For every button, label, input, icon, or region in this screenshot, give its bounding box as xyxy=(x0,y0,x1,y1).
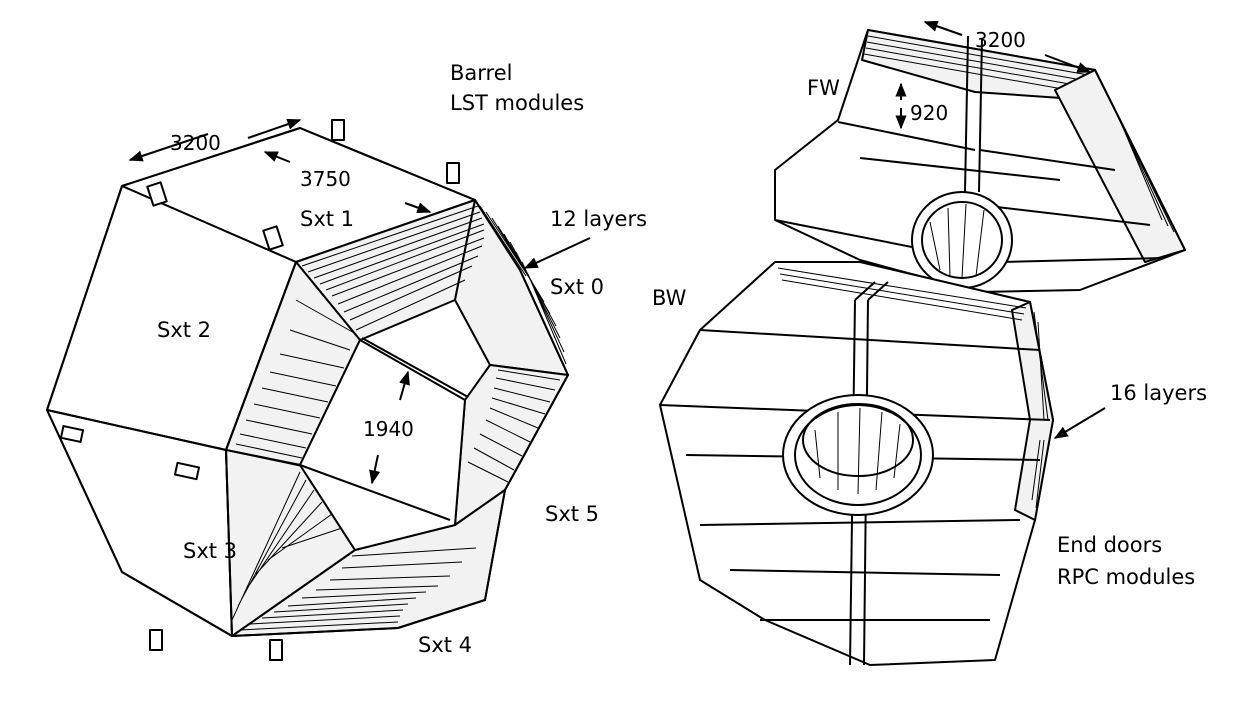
sxt3-label: Sxt 3 xyxy=(183,539,237,563)
barrel-inner-opening xyxy=(299,339,466,551)
bw-door-side xyxy=(1011,301,1054,521)
enddoors-drawing xyxy=(659,20,1186,666)
dim-3200-right-arrow-ed xyxy=(1044,54,1092,73)
enddoor-dim-height: 920 xyxy=(910,101,948,125)
inner-edge-top xyxy=(361,337,469,398)
sxt5-label: Sxt 5 xyxy=(545,502,599,526)
enddoor-title-line1: End doors xyxy=(1057,533,1162,557)
sxt0-label: Sxt 0 xyxy=(550,275,604,299)
enddoor-dim-width: 3200 xyxy=(975,28,1026,52)
barrel-brackets xyxy=(59,119,460,661)
fw-door-top xyxy=(861,29,1096,101)
layers-12-arrow xyxy=(523,237,591,269)
dim-3200-left-arrow-ed xyxy=(923,20,963,36)
enddoor-title-line2: RPC modules xyxy=(1057,565,1195,589)
dim-3750-right-arrow xyxy=(404,202,432,214)
barrel-title-line1: Barrel xyxy=(450,61,512,85)
enddoor-layers-label: 16 layers xyxy=(1110,381,1207,405)
barrel-outer-rim xyxy=(46,127,569,637)
layers-16-arrow xyxy=(1053,407,1106,439)
dim-3750-left-arrow xyxy=(263,151,291,163)
sxt2-label: Sxt 2 xyxy=(157,318,211,342)
barrel-dim-gap: 1940 xyxy=(363,417,414,441)
barrel-dim-width: 3750 xyxy=(300,167,351,191)
bw-label: BW xyxy=(652,286,687,310)
fw-label: FW xyxy=(807,76,840,100)
barrel-layer-stripes xyxy=(231,205,567,631)
inner-edge-mid xyxy=(299,464,451,521)
sxt4-label: Sxt 4 xyxy=(418,633,472,657)
barrel-layers-label: 12 layers xyxy=(550,207,647,231)
dim-1940-up-arrow xyxy=(399,370,410,401)
dim-3200-left-arrow xyxy=(128,133,209,162)
sxt1-label: Sxt 1 xyxy=(300,207,354,231)
barrel-title-line2: LST modules xyxy=(450,91,584,115)
barrel-dim-length: 3200 xyxy=(170,131,221,155)
dim-1940-down-arrow xyxy=(369,454,381,485)
dim-3200-right-arrow xyxy=(247,118,302,139)
barrel-drawing xyxy=(46,118,591,661)
bw-beam-ring xyxy=(782,394,934,516)
